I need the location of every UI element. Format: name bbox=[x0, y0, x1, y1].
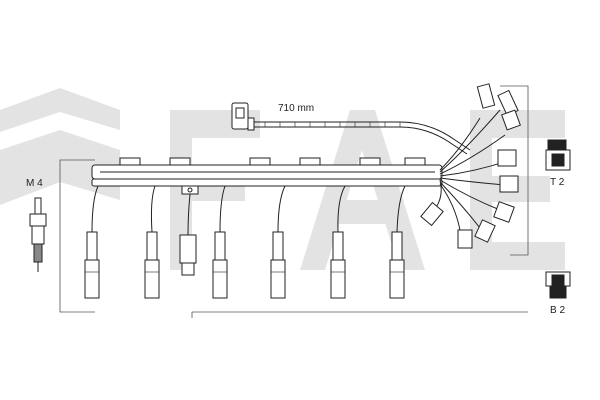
dimension-lines bbox=[59, 85, 529, 318]
coil-terminal-top-icon bbox=[545, 139, 571, 171]
coil-terminal-top-label: T 2 bbox=[550, 177, 565, 188]
cable-end-icon bbox=[231, 102, 255, 131]
watermark-logo bbox=[0, 88, 565, 270]
long-cable bbox=[231, 102, 471, 155]
plug-leads bbox=[84, 185, 406, 299]
coil-terminal-bottom-label: B 2 bbox=[550, 305, 565, 316]
coil-cable-ends bbox=[420, 83, 521, 249]
distributor-rail bbox=[91, 157, 443, 195]
spark-plug-label: M 4 bbox=[26, 178, 43, 189]
spark-plug-icon bbox=[29, 197, 47, 272]
plug-boot-icon bbox=[84, 231, 405, 299]
coil-terminal-bottom-icon bbox=[545, 271, 571, 299]
cable-length-label: 710 mm bbox=[278, 103, 314, 114]
